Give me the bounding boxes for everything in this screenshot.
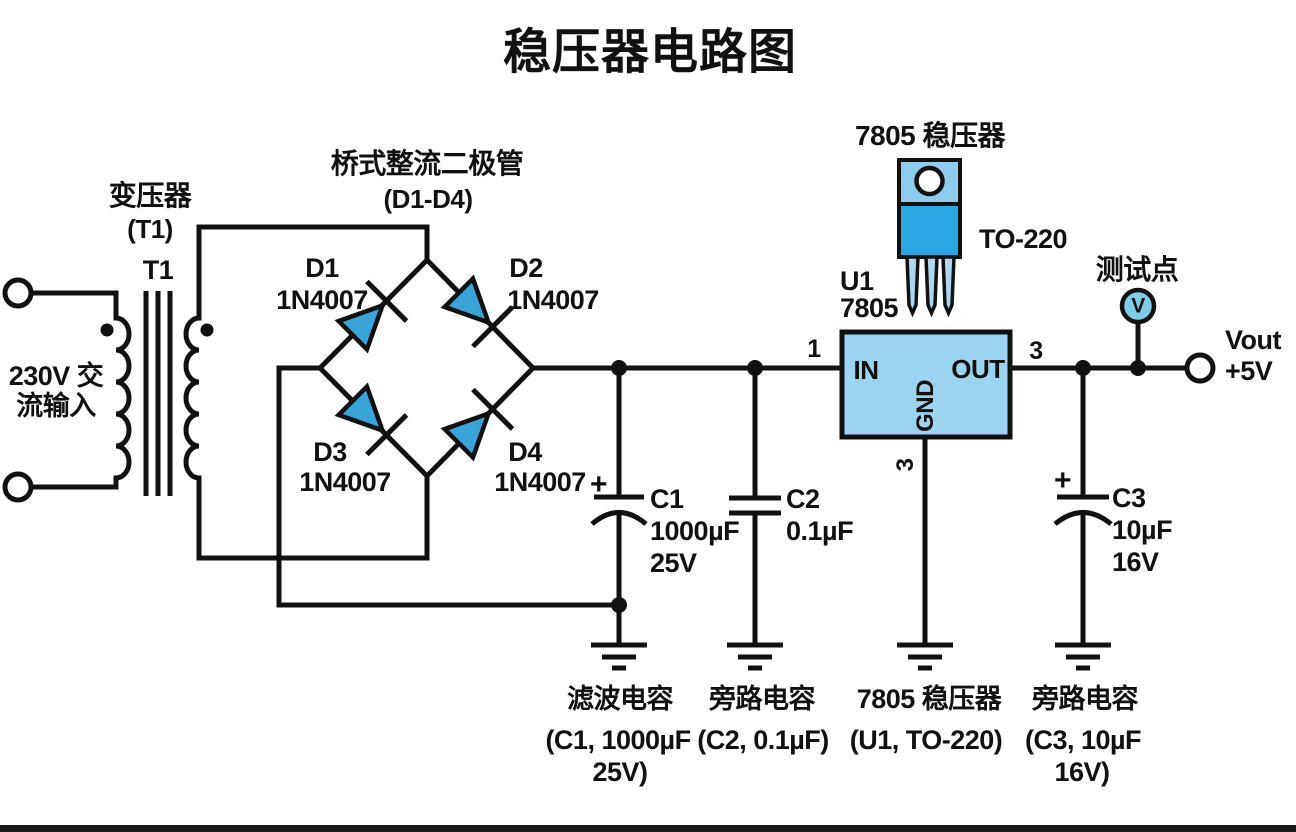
pin-3-number: 3 [1029,337,1043,365]
c2-value: 0.1µF [786,516,854,546]
capacitor-c2-symbol [727,368,783,671]
bridge-label: 桥式整流二极管 [330,148,524,179]
diode-d1-part: 1N4007 [276,285,368,315]
ac-input-terminal-top [2,277,34,309]
c3-voltage: 16V [1112,547,1159,577]
junction-dots [611,360,1146,613]
vout-label: Vout [1225,325,1281,355]
ground-symbol-c1 [591,642,647,671]
diode-d2-part: 1N4007 [507,285,599,315]
primary-winding [31,290,132,490]
capacitor-c1-symbol [590,368,648,671]
ground-symbol-c3 [1055,642,1111,671]
caption-u1-line2: (U1, TO-220) [849,725,1003,755]
page-title: 稳压器电路图 [502,26,798,79]
diode-d2-ref: D2 [509,253,543,283]
diode-d3-part: 1N4007 [299,467,391,497]
caption-c2-line2: (C2, 0.1µF) [697,725,829,755]
caption-c1-line1: 滤波电容 [567,684,674,714]
diode-d3-ref: D3 [313,437,347,467]
to220-body [897,202,962,259]
c1-value: 1000µF [650,516,740,546]
diode-d4-ref: D4 [508,437,542,467]
vout-terminal [1184,352,1216,384]
testpoint-label: 测试点 [1095,254,1179,285]
to220-legs [905,255,956,318]
phase-dot-secondary [200,323,214,337]
ac-input-label-line1: 230V 交 [8,361,104,391]
caption-c1-line2: (C1, 1000µF [545,725,691,755]
regulator-pin-gnd-label: GND [912,380,939,432]
page-bottom-edge [0,825,1296,832]
transformer-label: 变压器 [108,180,192,211]
ac-input-terminal-bottom [2,471,34,503]
diode-d4-part: 1N4007 [494,467,586,497]
bridge-rectifier [316,256,537,480]
c3-value: 10µF [1112,515,1173,545]
secondary-winding [183,224,430,561]
c2-ref: C2 [786,484,820,514]
to220-package [897,158,962,318]
testpoint-circle [1119,287,1157,325]
diode-d3 [334,382,409,457]
diode-d4 [440,387,515,462]
to220-label: TO-220 [979,224,1068,254]
c3-plus-sign: + [1054,464,1072,497]
c1-ref: C1 [650,484,684,514]
caption-c1-line3: 25V) [592,757,648,787]
pin-1-number: 1 [807,335,821,363]
pin-gnd-number: 3 [892,458,919,472]
regulator-pin-in-label: IN [853,355,880,385]
testpoint-symbol-letter: V [1131,294,1145,318]
caption-u1-line1: 7805 稳压器 [856,684,1002,714]
diode-d1-ref: D1 [305,253,339,283]
ground-symbol-c2 [727,642,783,671]
regulator-box [839,329,1013,440]
c3-ref: C3 [1112,483,1146,513]
caption-c3-line3: 16V) [1054,757,1110,787]
diode-d2 [440,274,515,349]
caption-c2-line1: 旁路电容 [709,684,816,714]
transformer-ref: T1 [142,255,174,285]
diode-d1 [334,279,409,354]
transformer-symbol [2,224,430,561]
capacitor-c3-symbol [1053,368,1113,671]
transformer-core [143,291,173,496]
c1-voltage: 25V [650,548,697,578]
ac-input-label-line2: 流输入 [16,391,96,421]
transformer-sub: (T1) [127,214,173,244]
caption-c3-line1: 旁路电容 [1032,684,1139,714]
c1-plus-sign: + [590,468,608,501]
regulator-top-label: 7805 稳压器 [854,120,1006,151]
wires [276,365,1187,645]
ground-symbol-regulator [897,642,953,671]
bridge-sub: (D1-D4) [383,184,473,214]
regulator-part: 7805 [840,293,899,323]
to220-hole [914,165,945,197]
vout-voltage: +5V [1225,356,1273,386]
caption-c3-line2: (C3, 10µF [1024,725,1142,755]
regulator-pin-out-label: OUT [951,354,1005,384]
phase-dot-primary [100,323,114,337]
negative-rail [276,365,619,608]
regulator-ref: U1 [840,266,874,296]
